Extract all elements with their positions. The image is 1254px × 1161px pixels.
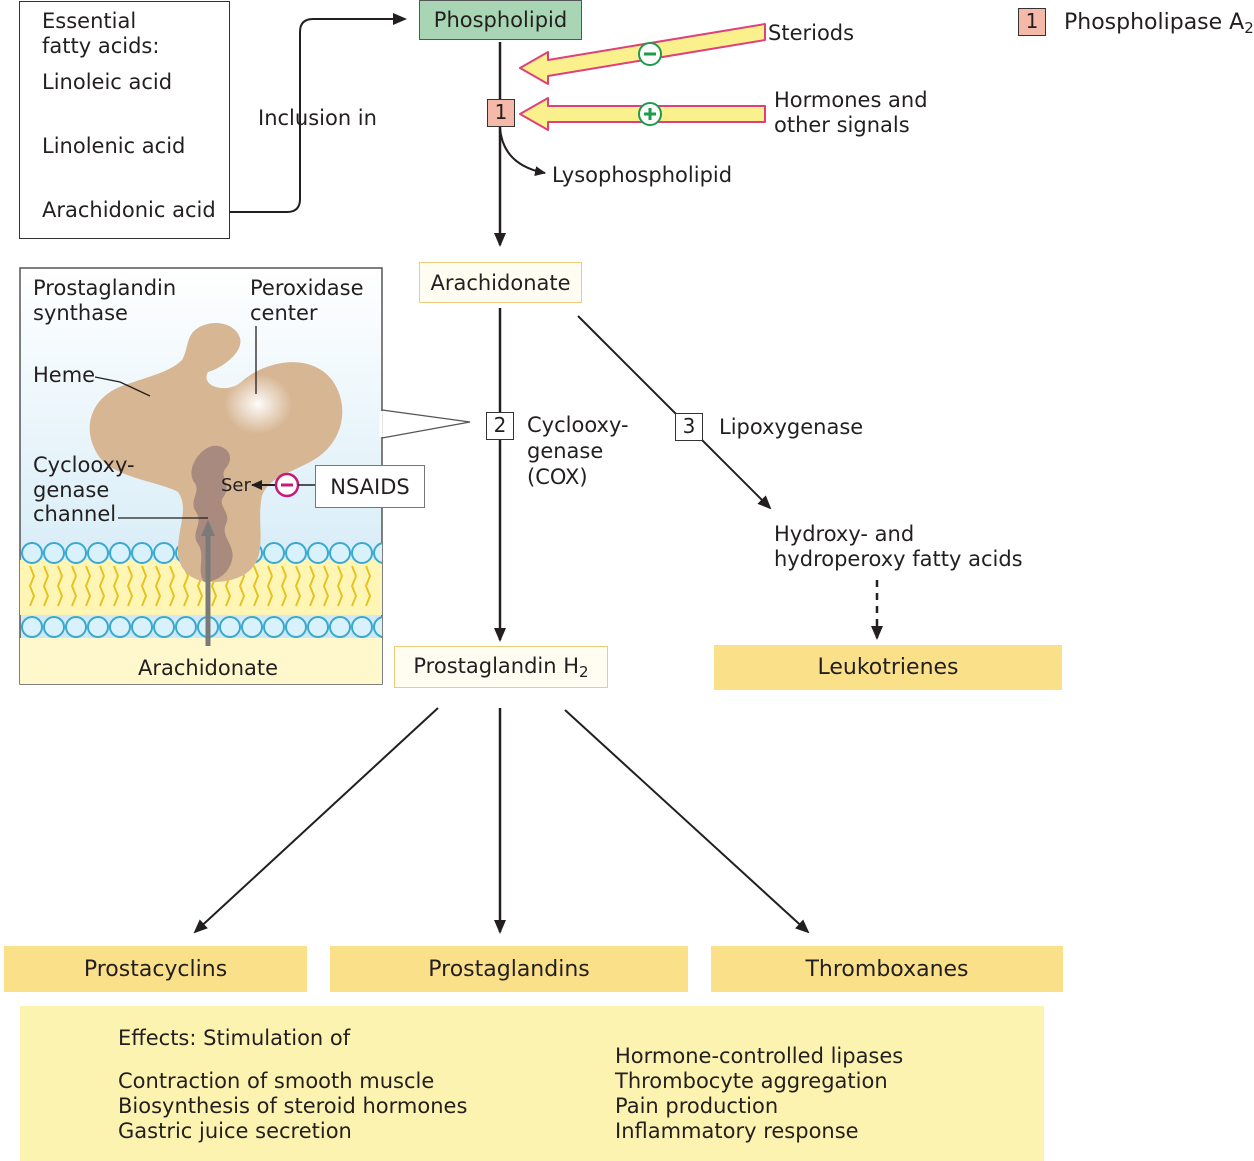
arrow-lipoxygenase (577, 315, 772, 510)
effect-item: Pain production (615, 1094, 779, 1118)
prostacyclins-label: Prostacyclins (83, 956, 228, 982)
cox-label-1: Cyclooxy- (527, 413, 629, 437)
enzyme-1-badge: 1 (487, 99, 515, 127)
phospholipid-label: Phospholipid (433, 8, 568, 32)
inset-arachidonate-label: Arachidonate (138, 656, 279, 680)
channel-label-3: channel (33, 502, 117, 526)
fatty-acids-box (19, 1, 230, 239)
fatty-acids-title: Essential (42, 9, 137, 33)
nsaids-box: NSAIDS (315, 465, 425, 508)
prostacyclins-box: Prostacyclins (4, 946, 307, 992)
fatty-acids-title-2: fatty acids: (42, 34, 160, 58)
arrow-to-prostacyclins (193, 707, 439, 934)
channel-label-1: Cyclooxy- (33, 453, 135, 477)
membrane-heads-bottom (21, 616, 382, 638)
arrow-inclusion-in (230, 13, 407, 213)
membrane-lipid-tails (28, 565, 372, 607)
thromboxanes-box: Thromboxanes (711, 946, 1063, 992)
peroxidase-label-2: center (250, 301, 318, 325)
prostaglandins-box: Prostaglandins (330, 946, 688, 992)
callout-pointer (381, 409, 471, 439)
peroxidase-label-1: Peroxidase (250, 276, 364, 300)
hormones-label-2: other signals (774, 113, 910, 137)
pgh2-box: Prostaglandin H2 (394, 646, 608, 688)
peroxidase-glow (224, 374, 292, 434)
lysophospholipid-label: Lysophospholipid (552, 163, 733, 187)
effect-item: Inflammatory response (615, 1119, 859, 1143)
steroids-label: Steriods (768, 21, 855, 45)
leukotrienes-label: Leukotrienes (817, 655, 959, 680)
cox-label-2: genase (527, 439, 604, 463)
enzyme-2-badge: 2 (486, 412, 514, 440)
cox-label-3: (COX) (527, 465, 588, 489)
lipoxygenase-label: Lipoxygenase (719, 415, 864, 439)
heme-label: Heme (33, 363, 96, 387)
channel-label-2: genase (33, 478, 110, 502)
pgh2-label: Prostaglandin H2 (413, 653, 589, 681)
heme-leader (94, 376, 151, 397)
arachidonate-box: Arachidonate (419, 262, 582, 303)
ser-label: Ser (221, 475, 251, 496)
effects-title: Effects: Stimulation of (118, 1026, 351, 1050)
effect-item: Gastric juice secretion (118, 1119, 352, 1143)
thromboxanes-label: Thromboxanes (805, 956, 969, 982)
prostaglandins-label: Prostaglandins (428, 956, 590, 982)
arrow-to-thromboxanes (564, 709, 810, 934)
effects-box (20, 1006, 1044, 1161)
legend-badge: 1 (1018, 8, 1046, 36)
synthase-label-1: Prostaglandin (33, 276, 177, 300)
linolenic-acid: Linolenic acid (42, 134, 186, 158)
leukotrienes-box: Leukotrienes (714, 645, 1062, 690)
hydroxy-label-2: hydroperoxy fatty acids (774, 547, 1023, 571)
linoleic-acid: Linoleic acid (42, 70, 173, 94)
effect-item: Biosynthesis of steroid hormones (118, 1094, 468, 1118)
nsaids-label: NSAIDS (330, 474, 410, 499)
synthase-label-2: synthase (33, 301, 128, 325)
effect-item: Contraction of smooth muscle (118, 1069, 435, 1093)
arachidonate-label: Arachidonate (430, 270, 571, 295)
cox-channel (191, 445, 233, 582)
hydroxy-label-1: Hydroxy- and (774, 522, 915, 546)
arachidonic-acid: Arachidonic acid (42, 198, 216, 222)
enzyme-3-badge: 3 (675, 413, 703, 441)
legend-label: Phospholipase A2 (1064, 10, 1254, 37)
arrow-to-lysophospholipid (499, 127, 546, 177)
phospholipid-box: Phospholipid (419, 0, 582, 40)
effect-item: Thrombocyte aggregation (615, 1069, 888, 1093)
effect-item: Hormone-controlled lipases (615, 1044, 904, 1068)
inclusion-label: Inclusion in (258, 106, 377, 130)
hormones-label-1: Hormones and (774, 88, 928, 112)
